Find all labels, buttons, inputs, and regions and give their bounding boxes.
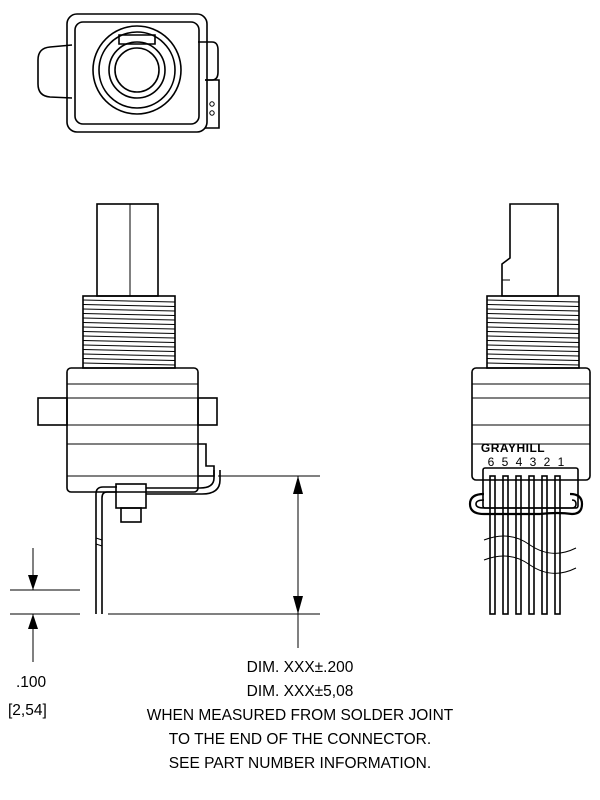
brand-label: GRAYHILL: [481, 441, 545, 455]
note-line: DIM. XXX±.200: [246, 659, 354, 676]
pin-number: 2: [544, 455, 551, 469]
side-view-left: [37, 203, 221, 614]
pitch-dimension-lines: [10, 548, 80, 662]
pitch-dimension-inch: .100: [16, 674, 47, 691]
note-line: WHEN MEASURED FROM SOLDER JOINT: [146, 707, 454, 724]
top-view: [37, 13, 220, 133]
pin-number: 5: [502, 455, 509, 469]
front-view-right: [468, 203, 591, 615]
pin-number: 3: [530, 455, 537, 469]
note-line: DIM. XXX±5,08: [246, 683, 354, 700]
note-line: TO THE END OF THE CONNECTOR.: [168, 731, 432, 748]
pin-number: 6: [488, 455, 495, 469]
pin-number: 1: [558, 455, 565, 469]
pin-number: 4: [516, 455, 523, 469]
note-line: SEE PART NUMBER INFORMATION.: [168, 755, 432, 772]
length-dimension-lines: [108, 475, 320, 648]
dimension-note: DIM. XXX±.200 DIM. XXX±5,08 WHEN MEASURE…: [90, 656, 510, 776]
pitch-dimension-mm: [2,54]: [8, 702, 47, 719]
